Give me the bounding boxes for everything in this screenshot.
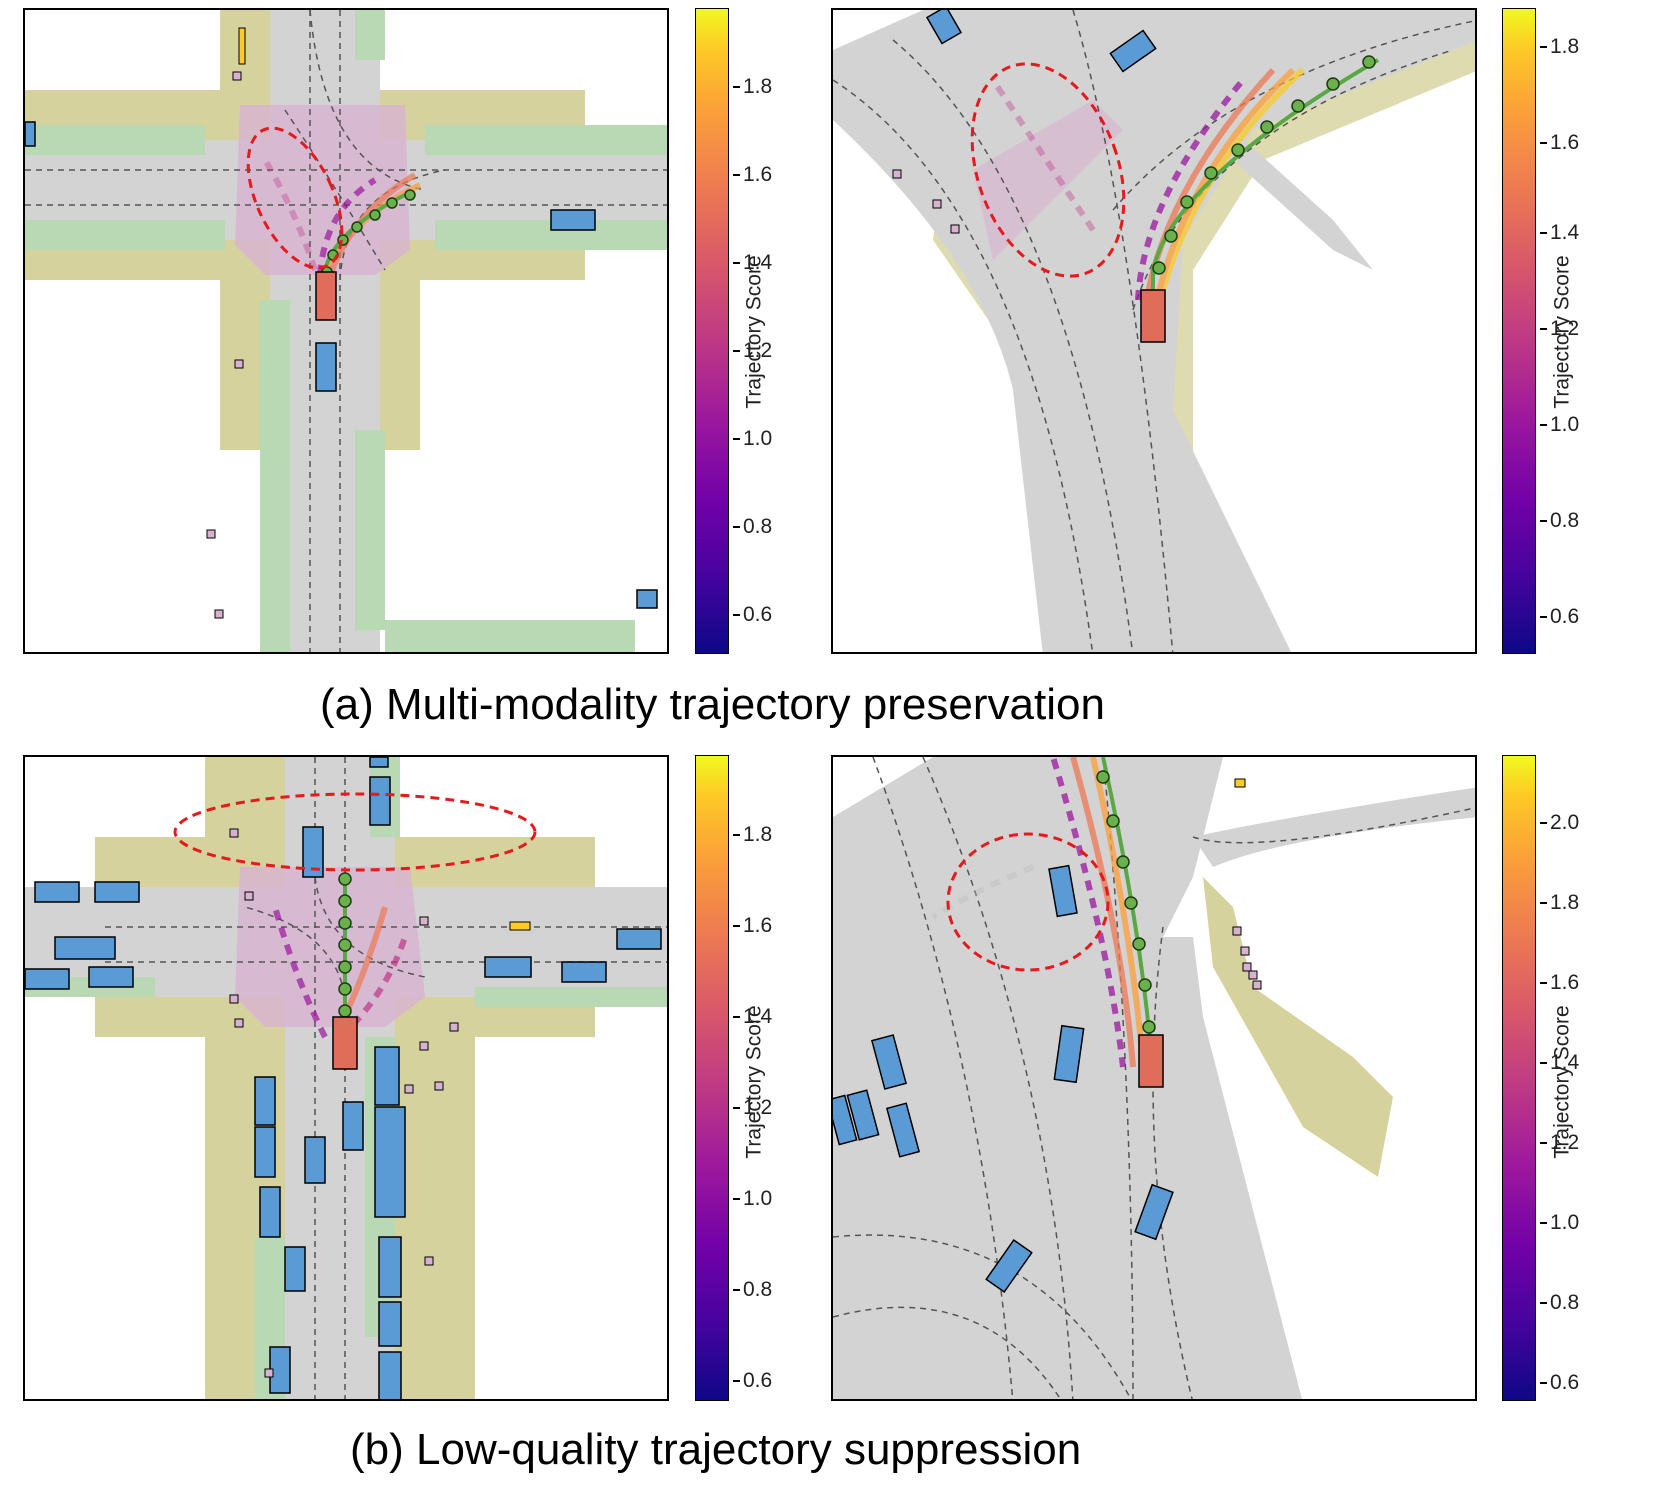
tick-label: 0.8 — [1539, 1291, 1580, 1314]
tick-label: 1.2 — [1539, 317, 1580, 340]
colorbar-a-left — [695, 8, 729, 654]
tick-label: 1.0 — [732, 1187, 773, 1210]
tick-label: 1.6 — [1539, 131, 1580, 154]
tick-label: 0.8 — [1539, 509, 1580, 532]
tick-label: 1.4 — [732, 1005, 773, 1028]
tick-label: 1.0 — [732, 427, 773, 450]
tick-label: 1.6 — [1539, 971, 1580, 994]
colorbar-b-left — [695, 755, 729, 1401]
tick-label: 1.8 — [1539, 891, 1580, 914]
colorbar-b-right — [1502, 755, 1536, 1401]
tick-label: 1.4 — [732, 251, 773, 274]
tick-label: 1.8 — [732, 823, 773, 846]
tick-label: 0.6 — [1539, 605, 1580, 628]
colorbar-label: Trajectory Score — [742, 1005, 766, 1159]
tick-label: 0.8 — [732, 1278, 773, 1301]
colorbar-label: Trajectory Score — [1550, 1005, 1574, 1159]
tick-label: 1.0 — [1539, 413, 1580, 436]
panel-b-right — [831, 755, 1477, 1401]
tick-label: 0.6 — [732, 603, 773, 626]
tick-label: 1.4 — [1539, 1051, 1580, 1074]
tick-label: 1.8 — [1539, 35, 1580, 58]
tick-label: 1.4 — [1539, 221, 1580, 244]
tick-label: 1.2 — [1539, 1131, 1580, 1154]
tick-label: 2.0 — [1539, 811, 1580, 834]
colorbar-label: Trajectory Score — [742, 255, 766, 409]
colorbar-a-right — [1502, 8, 1536, 654]
tick-label: 1.0 — [1539, 1211, 1580, 1234]
tick-label: 1.6 — [732, 163, 773, 186]
tick-label: 1.6 — [732, 914, 773, 937]
caption-a: (a) Multi-modality trajectory preservati… — [320, 680, 1105, 729]
tick-label: 0.8 — [732, 515, 773, 538]
tick-label: 0.6 — [1539, 1371, 1580, 1394]
tick-label: 0.6 — [732, 1369, 773, 1392]
panel-a-left — [23, 8, 669, 654]
panel-b-left — [23, 755, 669, 1401]
tick-label: 1.2 — [732, 1096, 773, 1119]
tick-label: 1.8 — [732, 75, 773, 98]
tick-label: 1.2 — [732, 339, 773, 362]
panel-a-right — [831, 8, 1477, 654]
caption-b: (b) Low-quality trajectory suppression — [350, 1425, 1082, 1474]
colorbar-label: Trajectory Score — [1550, 255, 1574, 409]
